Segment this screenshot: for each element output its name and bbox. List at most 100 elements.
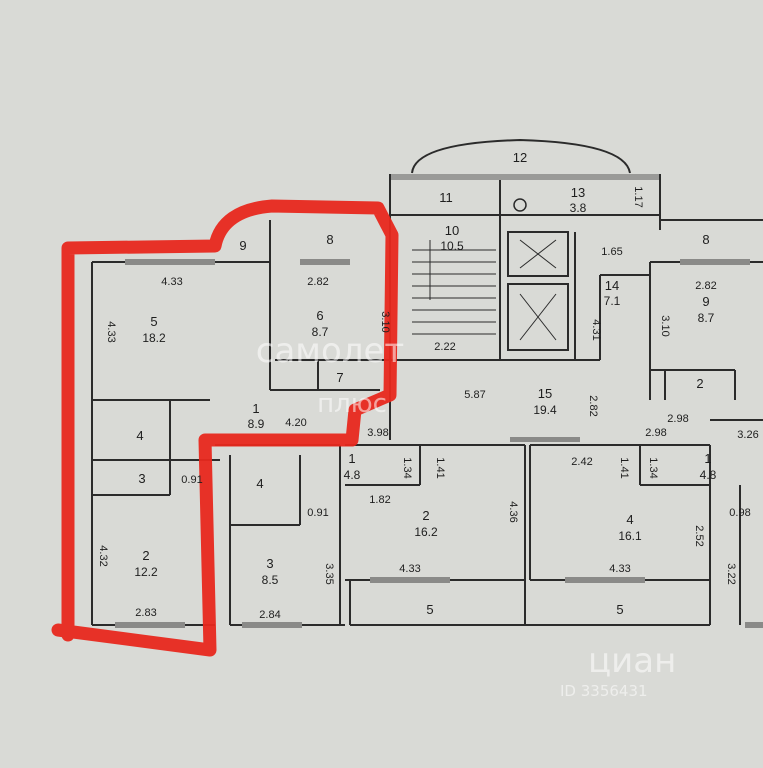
- svg-text:12.2: 12.2: [134, 565, 158, 579]
- svg-text:плюс: плюс: [317, 389, 387, 419]
- room-3-center: 3 8.5: [262, 556, 279, 587]
- svg-text:4.33: 4.33: [609, 563, 630, 575]
- room-7-left: 7: [336, 370, 343, 385]
- svg-text:4.36: 4.36: [507, 501, 519, 522]
- svg-text:2.52: 2.52: [693, 525, 705, 546]
- svg-text:3.8: 3.8: [570, 201, 587, 215]
- svg-text:5.87: 5.87: [464, 389, 485, 401]
- svg-text:2.22: 2.22: [434, 341, 455, 353]
- room-labels: 12 11 13 3.8 10 10.5 9 8 5 18.2 6 8.7 7 …: [134, 150, 716, 617]
- svg-text:4: 4: [256, 476, 263, 491]
- room-3-left: 3: [138, 471, 145, 486]
- room-15: 15 19.4: [533, 386, 557, 417]
- svg-text:1: 1: [704, 451, 711, 466]
- svg-text:самолет: самолет: [256, 331, 404, 371]
- room-5-balcony-b: 5: [616, 602, 623, 617]
- windows: [115, 259, 763, 628]
- svg-text:4.33: 4.33: [399, 563, 420, 575]
- room-4-right: 4 16.1: [618, 512, 642, 543]
- svg-text:10: 10: [445, 223, 459, 238]
- svg-text:3.26: 3.26: [737, 429, 758, 441]
- svg-text:4: 4: [136, 428, 143, 443]
- svg-text:ID 3356431: ID 3356431: [560, 682, 648, 700]
- svg-text:3.10: 3.10: [659, 315, 671, 336]
- room-6-left: 6 8.7: [312, 308, 329, 339]
- svg-text:2: 2: [422, 508, 429, 523]
- apartment-highlight-outline: [51, 199, 399, 657]
- svg-text:1.34: 1.34: [647, 457, 659, 478]
- svg-text:9: 9: [702, 294, 709, 309]
- room-5-left: 5 18.2: [142, 314, 166, 345]
- svg-text:1: 1: [348, 451, 355, 466]
- walls: [91, 138, 763, 626]
- svg-text:циан: циан: [588, 641, 676, 681]
- room-2-center: 2 16.2: [414, 508, 438, 539]
- svg-text:4.8: 4.8: [700, 468, 717, 482]
- svg-text:2.42: 2.42: [571, 456, 592, 468]
- svg-text:2.82: 2.82: [695, 280, 716, 292]
- svg-text:3: 3: [138, 471, 145, 486]
- svg-text:2: 2: [142, 548, 149, 563]
- dimension-labels: 4.33 4.33 2.82 3.10 2.22 5.87 2.82 4.31 …: [97, 186, 759, 621]
- svg-text:7: 7: [336, 370, 343, 385]
- svg-text:1.41: 1.41: [618, 457, 630, 478]
- room-9-right: 9 8.7: [698, 294, 715, 325]
- svg-text:3.35: 3.35: [323, 563, 335, 584]
- svg-text:8.9: 8.9: [248, 417, 265, 431]
- room-5-balcony-a: 5: [426, 602, 433, 617]
- svg-text:4.32: 4.32: [97, 545, 109, 566]
- svg-text:19.4: 19.4: [533, 403, 557, 417]
- cian-watermark: циан ID 3356431: [560, 641, 676, 700]
- svg-text:4.20: 4.20: [285, 417, 306, 429]
- svg-text:14: 14: [605, 278, 619, 293]
- svg-text:11: 11: [439, 190, 453, 205]
- svg-text:8: 8: [702, 232, 709, 247]
- room-1-left: 1 8.9: [248, 401, 265, 431]
- svg-text:2.98: 2.98: [645, 427, 666, 439]
- svg-text:13: 13: [571, 185, 585, 200]
- room-13: 13 3.8: [570, 185, 587, 215]
- svg-text:2.98: 2.98: [667, 413, 688, 425]
- svg-text:8: 8: [326, 232, 333, 247]
- svg-text:1.34: 1.34: [401, 457, 413, 478]
- samolet-watermark: самолет плюс: [256, 331, 404, 419]
- svg-text:4.8: 4.8: [344, 468, 361, 482]
- svg-text:3.22: 3.22: [725, 563, 737, 584]
- room-1-center: 1 4.8: [344, 451, 361, 482]
- room-10: 10 10.5: [440, 223, 464, 253]
- room-8-left: 8: [326, 232, 333, 247]
- svg-text:18.2: 18.2: [142, 331, 166, 345]
- svg-text:8.7: 8.7: [698, 311, 715, 325]
- svg-text:0.91: 0.91: [307, 507, 328, 519]
- room-1-right: 1 4.8: [700, 451, 717, 482]
- svg-text:4.31: 4.31: [590, 319, 602, 340]
- room-12: 12: [513, 150, 527, 165]
- svg-text:16.1: 16.1: [618, 529, 642, 543]
- svg-text:12: 12: [513, 150, 527, 165]
- svg-text:5: 5: [616, 602, 623, 617]
- svg-text:9: 9: [239, 238, 246, 253]
- svg-text:4.33: 4.33: [161, 276, 182, 288]
- svg-text:8.7: 8.7: [312, 325, 329, 339]
- room-2-left: 2 12.2: [134, 548, 158, 579]
- svg-text:0.91: 0.91: [181, 474, 202, 486]
- svg-text:5: 5: [426, 602, 433, 617]
- svg-text:5: 5: [150, 314, 157, 329]
- svg-text:4: 4: [626, 512, 633, 527]
- svg-text:8.5: 8.5: [262, 573, 279, 587]
- svg-text:1.41: 1.41: [434, 457, 446, 478]
- svg-text:3.10: 3.10: [379, 311, 391, 332]
- svg-text:1: 1: [252, 401, 259, 416]
- svg-text:1.65: 1.65: [601, 246, 622, 258]
- room-4-left: 4: [136, 428, 143, 443]
- room-2-right-small: 2: [696, 376, 703, 391]
- svg-text:4.33: 4.33: [105, 321, 117, 342]
- room-14: 14 7.1: [604, 278, 621, 308]
- svg-text:7.1: 7.1: [604, 294, 621, 308]
- svg-text:3.98: 3.98: [367, 427, 388, 439]
- svg-text:2.82: 2.82: [587, 395, 599, 416]
- svg-text:10.5: 10.5: [440, 239, 464, 253]
- svg-text:2.84: 2.84: [259, 609, 280, 621]
- svg-text:16.2: 16.2: [414, 525, 438, 539]
